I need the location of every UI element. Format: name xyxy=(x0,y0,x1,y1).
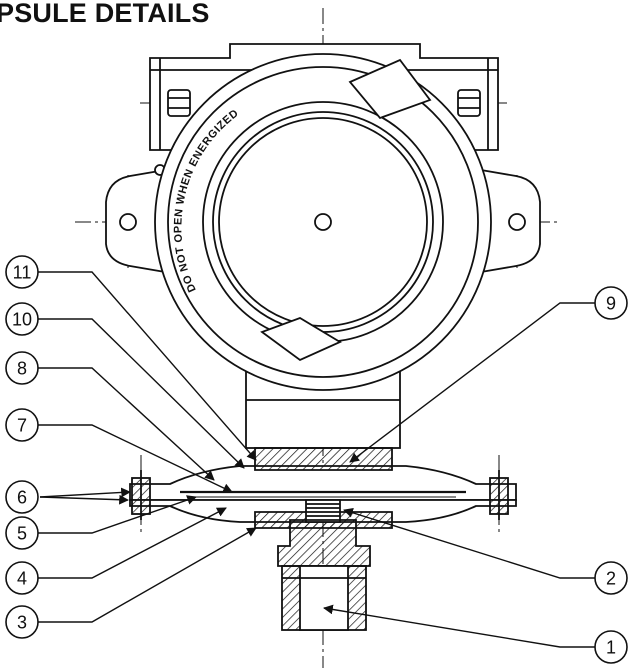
callout-8: 8 xyxy=(5,351,39,385)
svg-text:1: 1 xyxy=(606,638,616,658)
callout-7: 7 xyxy=(5,408,39,442)
capsule-assembly xyxy=(129,447,517,631)
housing-cover xyxy=(154,53,492,391)
leader-lines xyxy=(38,271,608,648)
svg-text:2: 2 xyxy=(606,569,616,589)
svg-text:11: 11 xyxy=(13,263,32,283)
callout-4: 4 xyxy=(5,561,39,595)
svg-text:4: 4 xyxy=(17,569,27,589)
callout-11: 11 xyxy=(5,255,39,289)
callout-1: 1 xyxy=(594,630,628,664)
callout-2: 2 xyxy=(594,561,628,595)
callout-6: 6 xyxy=(5,480,39,514)
svg-text:7: 7 xyxy=(17,416,27,436)
svg-text:6: 6 xyxy=(17,488,27,508)
diagram-title: PSULE DETAILS xyxy=(0,0,210,28)
svg-text:5: 5 xyxy=(17,524,27,544)
svg-text:8: 8 xyxy=(17,359,27,379)
svg-text:3: 3 xyxy=(17,613,27,633)
svg-text:9: 9 xyxy=(606,294,616,314)
callout-5: 5 xyxy=(5,516,39,550)
callout-3: 3 xyxy=(5,605,39,639)
callout-10: 10 xyxy=(5,302,39,336)
callout-9: 9 xyxy=(594,286,628,320)
svg-text:10: 10 xyxy=(12,310,32,330)
